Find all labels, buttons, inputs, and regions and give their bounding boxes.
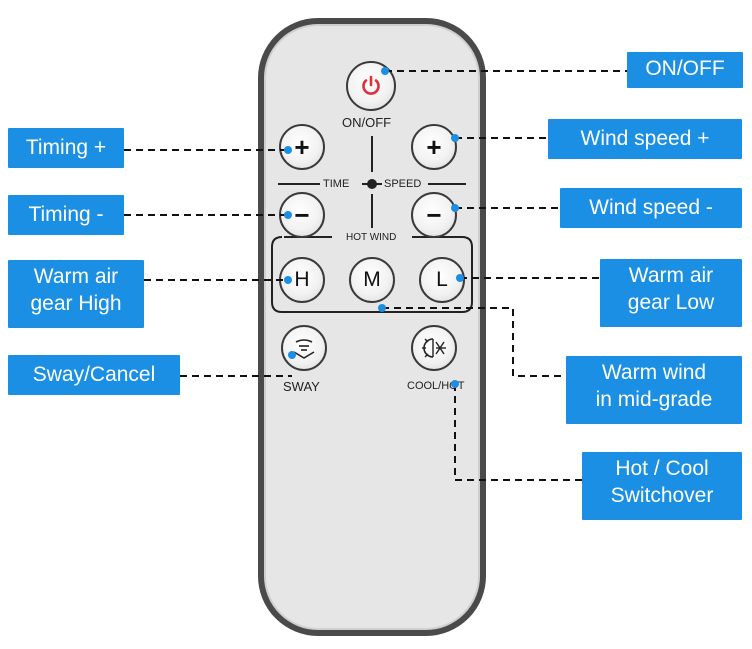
speed-minus-button[interactable]: − — [411, 192, 457, 238]
warm-high-target-dot — [284, 276, 292, 284]
sun-snowflake-icon — [422, 338, 446, 358]
l-label: L — [436, 268, 448, 291]
sway-label: SWAY — [283, 379, 320, 394]
minus-icon: − — [294, 200, 310, 230]
callout-timing-minus: Timing - — [8, 195, 124, 235]
warm-mid-target-dot — [378, 304, 386, 312]
m-label: M — [363, 268, 381, 291]
timing-minus-target-dot — [284, 211, 292, 219]
callout-warm-air-low-line1: Warm air — [628, 264, 714, 287]
callout-wind-speed-minus: Wind speed - — [560, 188, 742, 228]
time-label: TIME — [323, 178, 350, 190]
callout-warm-wind-mid-line2: in mid-grade — [595, 388, 713, 411]
callout-warm-air-high-line2: gear High — [30, 292, 122, 315]
callout-warm-air-low: Warm air gear Low — [600, 259, 742, 327]
onoff-label: ON/OFF — [342, 115, 392, 130]
callout-on-off: ON/OFF — [627, 52, 743, 88]
callout-hot-cool-line1: Hot / Cool — [615, 457, 709, 480]
callout-warm-wind-mid-line1: Warm wind — [601, 361, 707, 384]
callout-warm-air-high: Warm air gear High — [8, 260, 144, 328]
speed-minus-target-dot — [451, 204, 459, 212]
onoff-target-dot — [381, 67, 389, 75]
callout-warm-wind-mid: Warm wind in mid-grade — [566, 356, 742, 424]
cool-hot-target-dot — [451, 380, 459, 388]
speed-label: SPEED — [384, 178, 422, 190]
h-label: H — [294, 268, 310, 291]
callout-hot-cool: Hot / Cool Switchover — [582, 452, 742, 520]
sway-target-dot — [288, 351, 296, 359]
coolhot-label: COOL/HOT — [407, 380, 465, 392]
callout-warm-air-high-line1: Warm air — [33, 265, 119, 288]
cool-hot-button[interactable] — [411, 325, 457, 371]
callout-sway-cancel: Sway/Cancel — [8, 355, 180, 395]
callout-timing-plus: Timing + — [8, 128, 124, 168]
plus-icon: + — [426, 132, 442, 162]
sway-icon — [293, 339, 315, 359]
warm-low-target-dot — [456, 274, 464, 282]
minus-icon: − — [426, 200, 442, 230]
power-icon — [362, 75, 380, 95]
callout-warm-air-low-line2: gear Low — [627, 291, 715, 314]
speed-plus-target-dot — [451, 134, 459, 142]
sway-button[interactable] — [281, 325, 327, 371]
timing-plus-target-dot — [284, 146, 292, 154]
hotwind-label: HOT WIND — [344, 232, 399, 243]
callout-hot-cool-line2: Switchover — [610, 484, 714, 507]
callout-wind-speed-plus: Wind speed + — [548, 119, 742, 159]
warm-mid-button[interactable]: M — [349, 257, 395, 303]
plus-icon: + — [294, 132, 310, 162]
speed-plus-button[interactable]: + — [411, 124, 457, 170]
